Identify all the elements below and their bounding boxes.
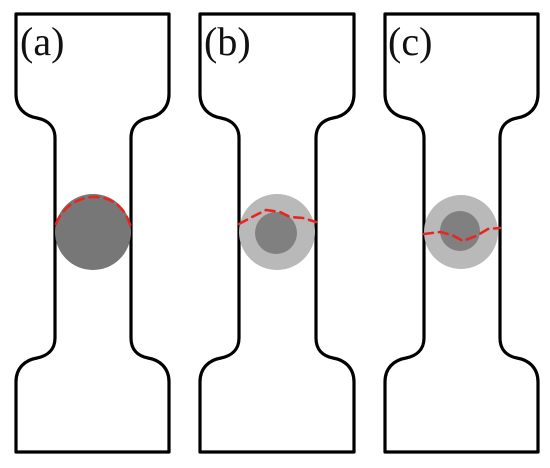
panel-c: (c) [383,12,540,454]
fracture-line-c [422,226,502,243]
weld-nugget-c [440,211,480,251]
panel-label-a: (a) [20,19,64,64]
weld-nugget-b [255,212,297,254]
panel-b: (b) [198,12,356,454]
panel-a: (a) [14,12,171,454]
weld-nugget-a [55,194,131,270]
fracture-line-b [237,208,318,226]
panel-label-c: (c) [388,19,432,64]
panel-label-b: (b) [204,19,251,64]
fracture-line-a [54,195,133,230]
